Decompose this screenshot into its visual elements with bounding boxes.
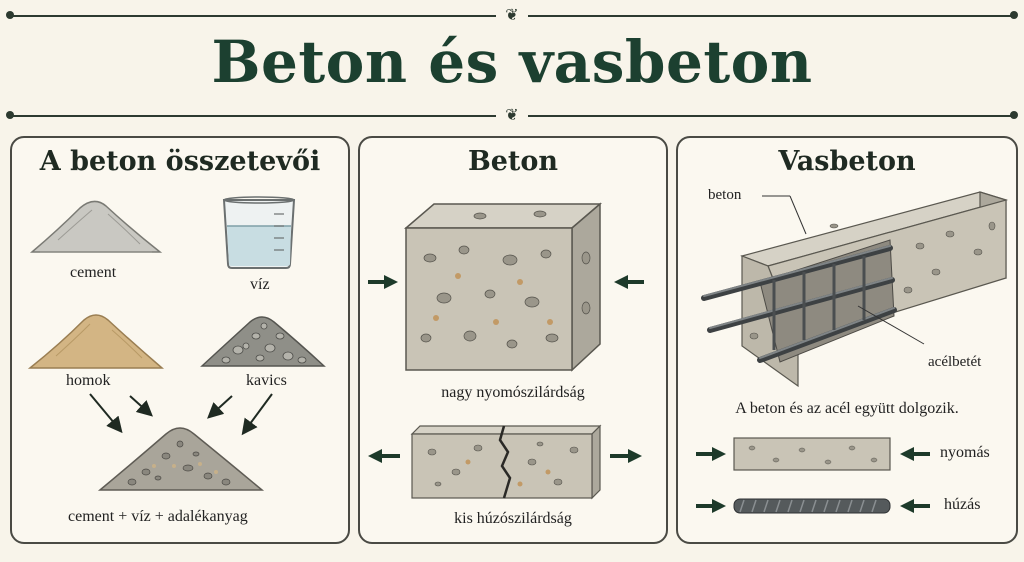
reinforced-panel: Vasbeton (676, 136, 1018, 544)
converging-arrows-icon (89, 393, 273, 436)
concrete-panel: Beton nagy nyomószilárdság (358, 136, 668, 544)
cement-pile-icon (29, 200, 163, 253)
reinforced-panel-title: Vasbeton (778, 146, 916, 177)
ingredients-panel-title: A beton összetevői (39, 146, 321, 177)
sand-label: homok (66, 372, 111, 389)
page-title: Beton és vasbeton (211, 28, 813, 96)
water-label: víz (250, 276, 270, 293)
concrete-panel-title: Beton (467, 146, 559, 177)
concrete-cube-icon (403, 202, 603, 372)
compression-label: nyomás (940, 444, 990, 461)
steel-rebar-icon (733, 498, 891, 514)
concrete-bar-icon (733, 437, 891, 471)
tension-arrow-left-icon (696, 499, 726, 513)
steel-callout-label: acélbetét (928, 354, 982, 370)
bottom-rule-left-dot (6, 111, 14, 119)
ingredients-panel: A beton összetevői cement víz homok (10, 136, 350, 544)
bottom-rule-right-dot (1010, 111, 1018, 119)
reinforced-beam-icon (701, 191, 1009, 388)
reinforced-caption: A beton és az acél együtt dolgozik. (735, 400, 959, 417)
gravel-label: kavics (246, 372, 287, 389)
top-ornament-icon: ❦ (496, 7, 528, 23)
tension-arrow-right-icon (900, 499, 930, 513)
top-rule-left-dot (6, 11, 14, 19)
concrete-mix-pile-icon (97, 427, 265, 491)
compression-arrow-left-icon (368, 275, 398, 289)
compression-arrow-right-icon (614, 275, 644, 289)
tension-arrow-left-icon (368, 449, 400, 463)
mix-formula-label: cement + víz + adalékanyag (68, 508, 248, 525)
tension-label: húzás (944, 496, 981, 513)
bottom-ornament-icon: ❦ (496, 107, 528, 123)
gravel-pile-icon (200, 316, 326, 367)
compression-strength-label: nagy nyomószilárdság (441, 384, 585, 401)
sand-pile-icon (27, 314, 165, 369)
water-beaker-icon (222, 196, 296, 269)
top-rule-right-dot (1010, 11, 1018, 19)
tension-arrow-right-icon (610, 449, 642, 463)
concrete-callout-label: beton (708, 187, 742, 203)
tension-strength-label: kis húzószilárdság (454, 510, 572, 527)
compression-arrow-right-icon (900, 447, 930, 461)
cracked-beam-icon (410, 424, 602, 500)
cement-label: cement (70, 264, 117, 281)
compression-arrow-left-icon (696, 447, 726, 461)
